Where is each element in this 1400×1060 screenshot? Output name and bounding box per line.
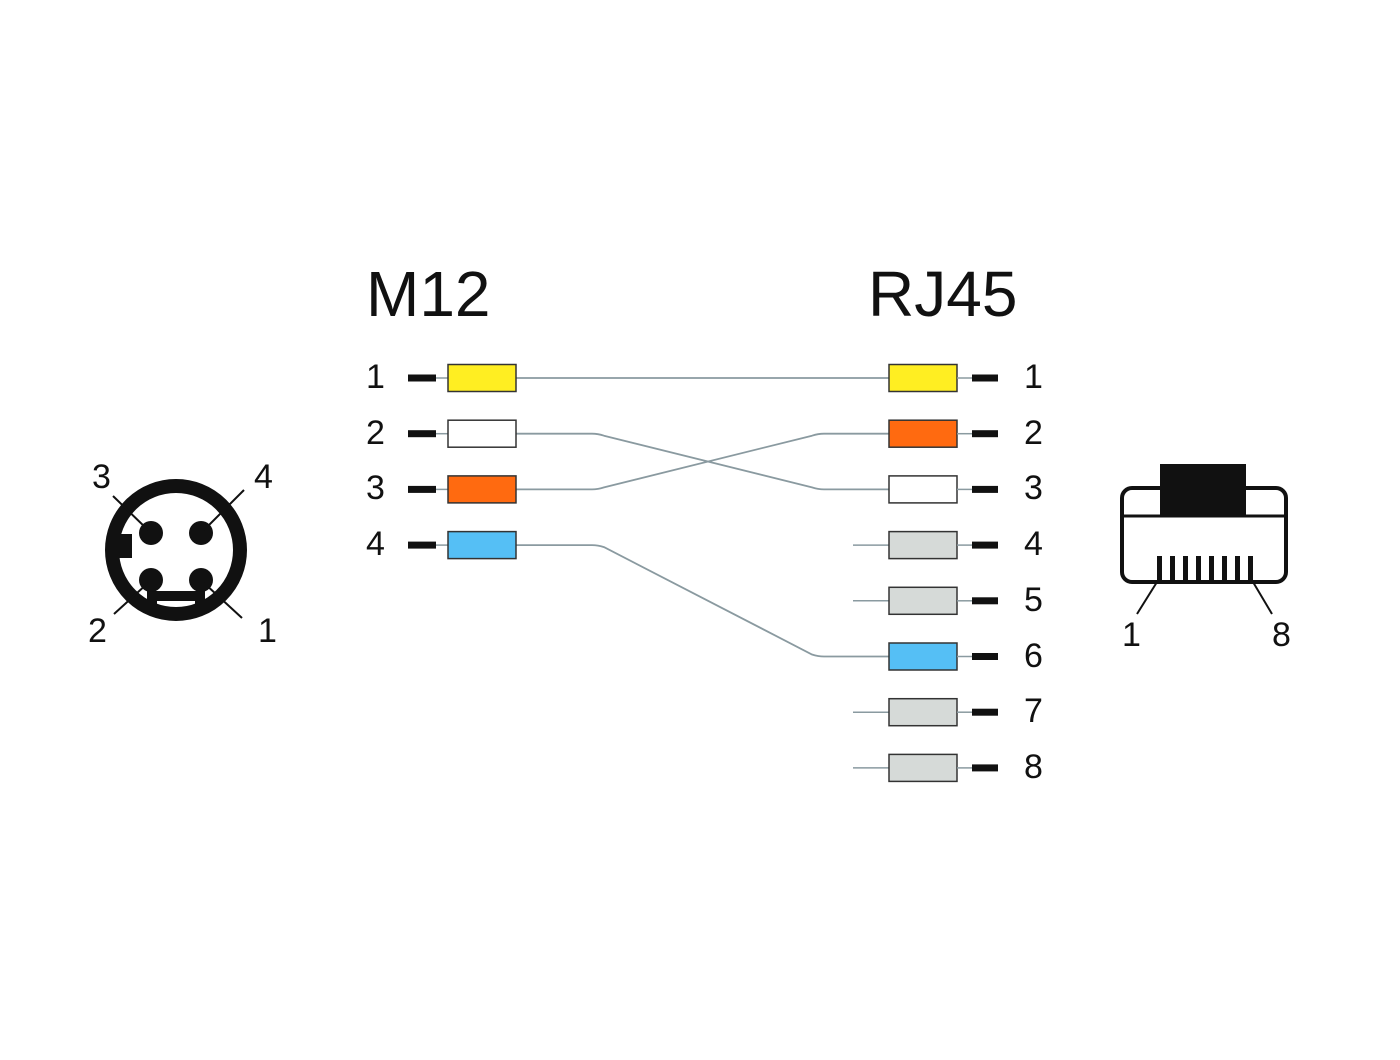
- m12-pin-3-wire-sleeve: [447, 475, 517, 504]
- wire-m12-3-to-rj45-2: [516, 432, 889, 491]
- m12-face-label-1: 1: [258, 612, 277, 650]
- m12-pin-4-label: 4: [366, 525, 385, 564]
- m12-connector-face: [105, 479, 247, 621]
- rj45-pin-1-wire-sleeve: [888, 363, 958, 393]
- rj45-pin-3-label: 3: [1024, 469, 1043, 508]
- rj45-pin-7-label: 7: [1024, 692, 1043, 731]
- rj45-face-label-8: 8: [1272, 616, 1291, 654]
- rj45-latch: [1160, 464, 1246, 516]
- rj45-pin-4-wire-sleeve: [888, 530, 958, 560]
- m12-face-label-4: 4: [254, 458, 273, 496]
- m12-pin-1-wire-sleeve: [447, 363, 517, 393]
- m12-pin-1-terminal: [408, 374, 436, 382]
- m12-pin-2-label: 2: [366, 413, 385, 452]
- rj45-pin-1-label: 1: [1024, 358, 1043, 396]
- m12-title: M12: [366, 258, 491, 330]
- rj45-pin-2-label: 2: [1024, 413, 1043, 452]
- rj45-pin-5-wire-sleeve: [888, 586, 958, 616]
- rj45-pin-4-label: 4: [1024, 525, 1043, 564]
- wire-m12-4-to-rj45-6: [516, 544, 889, 658]
- wires: [516, 377, 889, 658]
- m12-face-label-2: 2: [88, 612, 107, 650]
- m12-pin-2-wire-sleeve: [447, 419, 517, 448]
- rj45-pin-5-terminal: [972, 597, 998, 605]
- m12-pin-4-terminal: [408, 541, 436, 549]
- rj45-face-label-1: 1: [1122, 616, 1141, 654]
- m12-pin-list: [408, 363, 517, 560]
- rj45-pin-3-terminal: [972, 485, 998, 493]
- rj45-connector-face: [1120, 464, 1288, 615]
- rj45-pin-7-terminal: [972, 708, 998, 716]
- m12-pin-4-wire-sleeve: [447, 530, 517, 560]
- rj45-pin-6-wire-sleeve: [888, 642, 958, 671]
- m12-pin-3-terminal: [408, 485, 436, 493]
- rj45-pin-1-terminal: [972, 374, 998, 382]
- rj45-title: RJ45: [868, 258, 1018, 330]
- rj45-pin-2-wire-sleeve: [888, 419, 958, 448]
- m12-pin-3-label: 3: [366, 469, 385, 508]
- rj45-pin-5-label: 5: [1024, 580, 1043, 619]
- rj45-pin-4-terminal: [972, 541, 998, 549]
- m12-pin-2-terminal: [408, 430, 436, 438]
- m12-pin-1-label: 1: [366, 358, 385, 396]
- rj45-pin-3-wire-sleeve: [888, 475, 958, 504]
- rj45-pin-8-label: 8: [1024, 747, 1043, 786]
- rj45-pin-7-wire-sleeve: [888, 697, 958, 727]
- rj45-pin-8-wire-sleeve: [888, 753, 958, 783]
- rj45-pin-8-terminal: [972, 764, 998, 772]
- rj45-pin-6-terminal: [972, 653, 998, 660]
- rj45-pin-6-label: 6: [1024, 636, 1043, 675]
- rj45-pin-list: [853, 363, 998, 783]
- m12-face-label-3: 3: [92, 458, 111, 496]
- wire-m12-2-to-rj45-3: [516, 432, 889, 491]
- rj45-contacts: [1157, 556, 1253, 582]
- rj45-pin-2-terminal: [972, 430, 998, 438]
